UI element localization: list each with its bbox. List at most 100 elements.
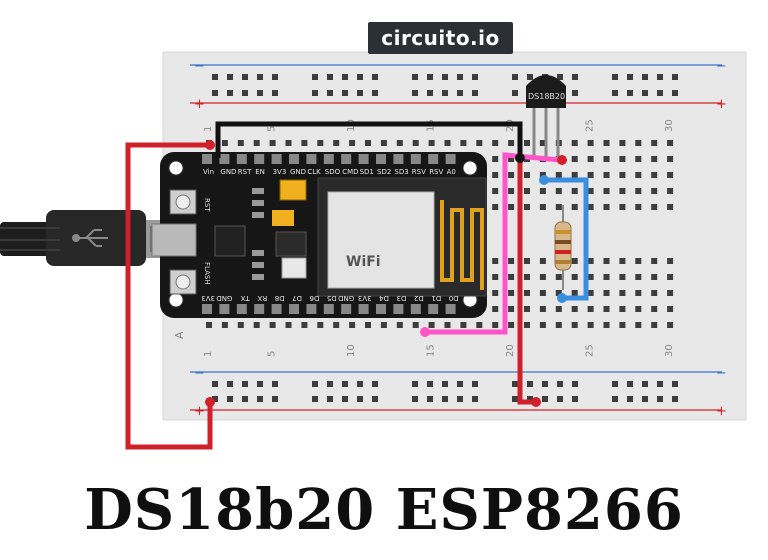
breadboard-hole xyxy=(667,274,674,280)
header-pin xyxy=(341,304,352,314)
header-pin xyxy=(271,154,282,164)
breadboard-hole xyxy=(603,258,610,264)
rail-hole xyxy=(542,396,548,402)
breadboard-hole xyxy=(667,258,674,264)
breadboard-hole xyxy=(667,156,674,162)
breadboard-hole xyxy=(603,306,610,312)
rail-hole xyxy=(657,381,663,387)
column-number: 10 xyxy=(346,344,357,357)
pin-label: RSV xyxy=(429,168,443,176)
breadboard-hole xyxy=(412,322,419,328)
pin-label: SD2 xyxy=(377,168,391,176)
breadboard-hole xyxy=(524,258,530,264)
breadboard-hole xyxy=(587,204,594,210)
rail-hole xyxy=(612,396,618,402)
rail-hole xyxy=(612,74,618,80)
breadboard-hole xyxy=(667,290,674,296)
rail-hole xyxy=(242,381,248,387)
rail-hole xyxy=(472,74,478,80)
rail-hole xyxy=(572,74,578,80)
rail-hole xyxy=(457,381,463,387)
breadboard-hole xyxy=(269,140,276,146)
breadboard-hole xyxy=(667,204,674,210)
rail-hole xyxy=(372,74,378,80)
rail-hole xyxy=(312,381,318,387)
breadboard-hole xyxy=(492,156,499,162)
usb-serial-chip xyxy=(214,225,246,257)
header-pin xyxy=(393,304,404,314)
rail-hole xyxy=(457,90,463,96)
rail-hole xyxy=(257,396,263,402)
breadboard-hole xyxy=(301,140,308,146)
breadboard-hole xyxy=(619,274,626,280)
breadboard-hole xyxy=(237,140,244,146)
breadboard-hole xyxy=(651,322,658,328)
header-pin xyxy=(358,304,369,314)
breadboard-hole xyxy=(508,188,515,194)
red-wire-power xyxy=(517,158,536,405)
pin-label: GND xyxy=(216,294,232,302)
breadboard-hole xyxy=(635,274,642,280)
breadboard-hole xyxy=(221,140,228,146)
pin-label: D6 xyxy=(309,294,319,302)
breadboard-hole xyxy=(492,306,499,312)
breadboard-hole xyxy=(571,290,578,296)
pin-label: D7 xyxy=(292,294,302,302)
header-pin xyxy=(219,154,230,164)
rail-hole xyxy=(427,90,433,96)
header-pin xyxy=(236,154,247,164)
breadboard-hole xyxy=(524,306,530,312)
rail-hole xyxy=(312,90,318,96)
rail-hole xyxy=(272,90,278,96)
pin-label: SDO xyxy=(325,168,341,176)
rail-hole xyxy=(342,396,348,402)
breadboard-hole xyxy=(269,322,276,328)
breadboard-hole xyxy=(396,322,403,328)
rail-hole xyxy=(657,396,663,402)
breadboard-hole xyxy=(285,322,292,328)
flash-button[interactable] xyxy=(169,269,197,295)
breadboard-hole xyxy=(603,290,610,296)
breadboard-hole xyxy=(524,322,530,328)
header-pin xyxy=(306,154,317,164)
breadboard-hole xyxy=(635,322,642,328)
header-pin xyxy=(289,154,299,164)
breadboard-hole xyxy=(508,306,515,312)
top-pin-header xyxy=(202,154,456,164)
black-wire-gnd xyxy=(215,121,523,158)
rail-minus-symbol: − xyxy=(716,59,727,74)
breadboard-hole xyxy=(539,140,546,146)
breadboard-hole xyxy=(508,258,515,264)
row-label: A xyxy=(173,331,186,339)
rail-hole xyxy=(427,396,433,402)
pin-label: TX xyxy=(241,294,251,302)
breadboard-hole xyxy=(492,258,499,264)
rail-hole xyxy=(357,396,363,402)
breadboard-hole xyxy=(317,140,324,146)
breadboard-hole xyxy=(349,140,356,146)
breadboard-hole xyxy=(539,322,546,328)
rst-button[interactable] xyxy=(169,189,197,215)
breadboard-hole xyxy=(492,274,499,280)
wifi-label: WiFi xyxy=(346,254,381,270)
rail-hole xyxy=(627,396,633,402)
header-pin xyxy=(445,154,456,164)
breadboard-hole xyxy=(587,322,594,328)
header-pin xyxy=(445,304,456,314)
breadboard-hole xyxy=(539,188,546,194)
usb-cable xyxy=(0,210,176,266)
header-pin xyxy=(254,154,265,164)
rail-hole xyxy=(372,396,378,402)
breadboard-hole xyxy=(603,156,610,162)
column-number: 1 xyxy=(203,351,214,357)
breadboard-hole xyxy=(365,322,371,328)
rail-hole xyxy=(412,90,418,96)
column-number: 5 xyxy=(267,351,278,357)
rail-hole xyxy=(342,90,348,96)
header-pin xyxy=(306,304,317,314)
breadboard-hole xyxy=(587,258,594,264)
rail-hole xyxy=(442,381,448,387)
circuito-logo: circuito.io xyxy=(368,22,513,54)
red-wire-vin xyxy=(125,142,213,450)
